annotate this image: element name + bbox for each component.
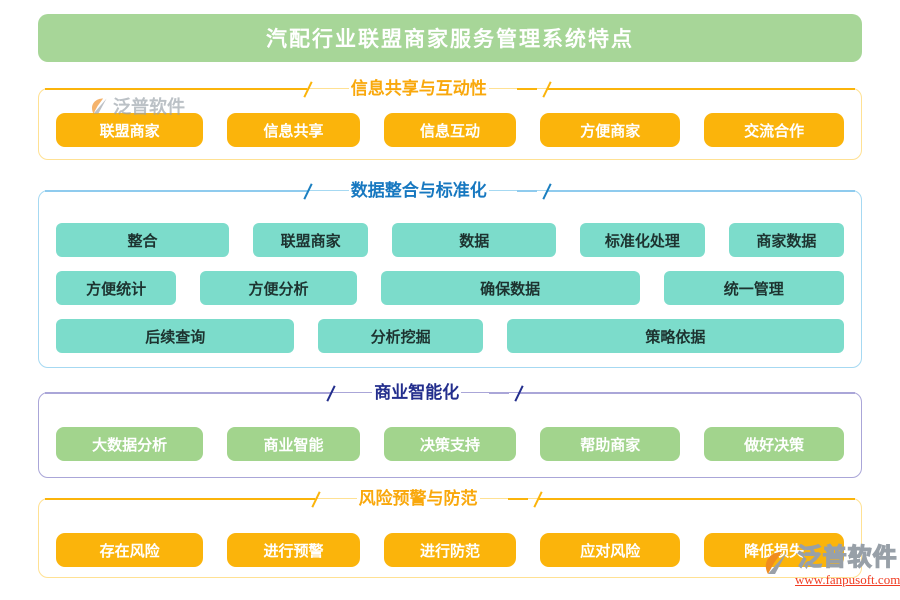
- feature-chip: 方便统计: [56, 271, 177, 305]
- section-header: 数据整合与标准化: [45, 175, 855, 201]
- feature-chip: 统一管理: [663, 271, 844, 305]
- page-title: 汽配行业联盟商家服务管理系统特点: [38, 14, 862, 62]
- title-line-left: [45, 190, 307, 192]
- feature-chip: 应对风险: [540, 533, 681, 567]
- feature-chip: 进行预警: [227, 533, 360, 567]
- feature-chip: 交流合作: [704, 113, 845, 147]
- chip-row: 大数据分析商业智能决策支持帮助商家做好决策: [39, 427, 861, 461]
- title-dash-right: [516, 88, 537, 90]
- title-dash-right: [489, 392, 510, 394]
- chip-row: 整合联盟商家数据标准化处理商家数据: [39, 223, 861, 257]
- section-title: 风险预警与防范: [356, 483, 480, 509]
- feature-chip: 做好决策: [704, 427, 845, 461]
- feature-chip: 大数据分析: [56, 427, 204, 461]
- chip-rows: 大数据分析商业智能决策支持帮助商家做好决策: [39, 393, 861, 461]
- section-data-integration: 数据整合与标准化 整合联盟商家数据标准化处理商家数据方便统计方便分析确保数据统一…: [38, 175, 862, 368]
- title-line-right: [547, 88, 855, 90]
- feature-chip: 方便分析: [200, 271, 357, 305]
- chip-rows: 整合联盟商家数据标准化处理商家数据方便统计方便分析确保数据统一管理后续查询分析挖…: [39, 191, 861, 353]
- section-header: 商业智能化: [45, 377, 855, 403]
- section-title: 信息共享与互动性: [348, 73, 489, 99]
- feature-chip: 信息共享: [227, 113, 360, 147]
- section-risk-warning: 风险预警与防范 存在风险进行预警进行防范应对风险降低损失: [38, 483, 862, 578]
- section-info-sharing: 信息共享与互动性 联盟商家信息共享信息互动方便商家交流合作: [38, 73, 862, 160]
- section-header: 风险预警与防范: [45, 483, 855, 509]
- feature-chip: 信息互动: [383, 113, 517, 147]
- section-business-intelligence: 商业智能化 大数据分析商业智能决策支持帮助商家做好决策: [38, 377, 862, 478]
- chip-row: 联盟商家信息共享信息互动方便商家交流合作: [39, 113, 861, 147]
- title-line-right: [520, 392, 855, 394]
- title-line-left: [45, 498, 315, 500]
- feature-chip: 决策支持: [383, 427, 517, 461]
- title-dash-right: [516, 190, 537, 192]
- feature-chip: 数据: [392, 223, 557, 257]
- chip-row: 方便统计方便分析确保数据统一管理: [39, 271, 861, 305]
- title-dash-right: [507, 498, 528, 500]
- feature-chip: 存在风险: [56, 533, 204, 567]
- feature-chip: 确保数据: [380, 271, 640, 305]
- feature-chip: 标准化处理: [580, 223, 705, 257]
- title-line-right: [538, 498, 855, 500]
- feature-chip: 降低损失: [704, 533, 845, 567]
- feature-chip: 策略依据: [506, 319, 844, 353]
- feature-chip: 整合: [56, 223, 229, 257]
- chip-row: 存在风险进行预警进行防范应对风险降低损失: [39, 533, 861, 567]
- feature-chip: 商家数据: [728, 223, 844, 257]
- feature-chip: 联盟商家: [56, 113, 204, 147]
- section-header: 信息共享与互动性: [45, 73, 855, 99]
- feature-chip: 分析挖掘: [318, 319, 483, 353]
- title-line-left: [45, 392, 331, 394]
- feature-chip: 帮助商家: [540, 427, 681, 461]
- section-title: 数据整合与标准化: [348, 175, 489, 201]
- chip-rows: 联盟商家信息共享信息互动方便商家交流合作: [39, 89, 861, 147]
- feature-chip: 后续查询: [56, 319, 295, 353]
- title-line-right: [547, 190, 855, 192]
- feature-chip: 联盟商家: [253, 223, 369, 257]
- section-title: 商业智能化: [372, 377, 462, 403]
- chip-rows: 存在风险进行预警进行防范应对风险降低损失: [39, 499, 861, 567]
- feature-chip: 商业智能: [227, 427, 360, 461]
- chip-row: 后续查询分析挖掘策略依据: [39, 319, 861, 353]
- title-line-left: [45, 88, 307, 90]
- feature-chip: 进行防范: [383, 533, 517, 567]
- feature-chip: 方便商家: [540, 113, 681, 147]
